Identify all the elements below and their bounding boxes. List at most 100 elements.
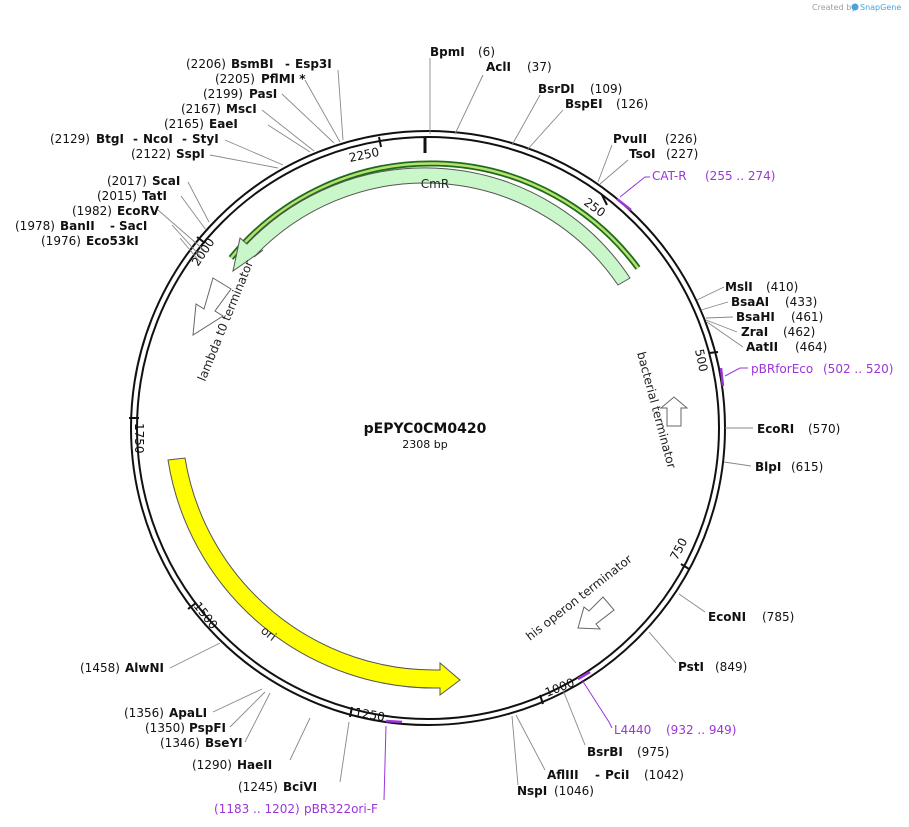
svg-text:(1356): (1356) bbox=[124, 706, 164, 720]
enzyme-bsahi[interactable]: BsaHI(461) bbox=[736, 310, 823, 324]
svg-text:(2129): (2129) bbox=[50, 132, 90, 146]
enzyme-tsoi[interactable]: TsoI (227) bbox=[629, 147, 698, 161]
svg-text:(1046): (1046) bbox=[554, 784, 594, 798]
enzyme-bsrbi[interactable]: BsrBI(975) bbox=[587, 745, 669, 759]
svg-text:BtgI: BtgI bbox=[96, 132, 124, 146]
svg-text:-: - bbox=[133, 132, 138, 146]
backbone-inner bbox=[136, 136, 720, 720]
feature-ori[interactable]: ori bbox=[167, 457, 461, 696]
ruler-tick-1750: 1750 bbox=[129, 417, 146, 454]
enzyme-nspi[interactable]: NspI(1046) bbox=[517, 784, 594, 798]
snapgene-logo-icon bbox=[851, 3, 859, 11]
svg-text:BsmBI: BsmBI bbox=[231, 57, 273, 71]
ruler-tick-1500: 1500 bbox=[187, 599, 220, 632]
enzyme-leader-lines bbox=[157, 58, 753, 786]
enzyme-pflmi[interactable]: (2205)PflMI * bbox=[215, 72, 306, 86]
enzyme-psti[interactable]: PstI (849) bbox=[678, 660, 747, 674]
svg-text:BseYI: BseYI bbox=[205, 736, 243, 750]
enzyme-tati[interactable]: (2015)TatI bbox=[97, 189, 167, 203]
svg-text:BspEI: BspEI bbox=[565, 97, 603, 111]
svg-text:(227): (227) bbox=[666, 147, 698, 161]
svg-text:BanII: BanII bbox=[60, 219, 95, 233]
enzyme-msci[interactable]: (2167) MscI bbox=[181, 102, 257, 116]
primer-l4440[interactable]: L4440 (932 .. 949) bbox=[577, 670, 736, 737]
svg-text:500: 500 bbox=[692, 348, 710, 373]
enzyme-econi[interactable]: EcoNI(785) bbox=[708, 610, 794, 624]
enzyme-bseyi[interactable]: (1346) BseYI bbox=[160, 736, 243, 750]
his-terminator-arrow bbox=[577, 596, 615, 630]
enzyme-blpi[interactable]: BlpI(615) bbox=[755, 460, 823, 474]
feature-cmr[interactable]: CmR bbox=[228, 160, 641, 286]
svg-text:AflIII: AflIII bbox=[547, 768, 579, 782]
svg-text:MscI: MscI bbox=[226, 102, 257, 116]
svg-text:(1245): (1245) bbox=[238, 780, 278, 794]
svg-text:(1458): (1458) bbox=[80, 661, 120, 675]
svg-text:PvuII: PvuII bbox=[613, 132, 647, 146]
feature-lambda-t0-terminator[interactable]: lambda t0 terminator bbox=[192, 258, 256, 383]
enzyme-afliii-pcii[interactable]: AflIII - PciI (1042) bbox=[547, 768, 684, 782]
svg-text:MslI: MslI bbox=[725, 280, 753, 294]
primer-l4440-name: L4440 bbox=[614, 723, 651, 737]
svg-text:SacI: SacI bbox=[119, 219, 147, 233]
primer-pbr322ori-f[interactable]: (1183 .. 1202) pBR322ori-F bbox=[214, 719, 403, 816]
enzyme-pspfi[interactable]: (1350)PspFI bbox=[145, 721, 226, 735]
enzyme-apali[interactable]: (1356)ApaLI bbox=[124, 706, 207, 720]
enzyme-eaei[interactable]: (2165)EaeI bbox=[164, 117, 238, 131]
svg-text:(37): (37) bbox=[527, 60, 552, 74]
enzyme-aatii[interactable]: AatII(464) bbox=[746, 340, 827, 354]
svg-text:(410): (410) bbox=[766, 280, 798, 294]
enzyme-bsaai[interactable]: BsaAI(433) bbox=[731, 295, 817, 309]
enzyme-msli[interactable]: MslI (410) bbox=[725, 280, 798, 294]
svg-text:(1290): (1290) bbox=[192, 758, 232, 772]
svg-text:(2167): (2167) bbox=[181, 102, 221, 116]
his-terminator-label: his operon terminator bbox=[523, 552, 635, 643]
feature-his-operon-terminator[interactable]: his operon terminator bbox=[523, 552, 635, 643]
svg-text:(615): (615) bbox=[791, 460, 823, 474]
svg-text:(975): (975) bbox=[637, 745, 669, 759]
enzyme-pvuii[interactable]: PvuII(226) bbox=[613, 132, 697, 146]
ruler-tick-2250: 2250 bbox=[348, 136, 382, 165]
ruler-tick-500: 500 bbox=[692, 348, 719, 373]
primer-cat-r[interactable]: CAT-R (255 .. 274) bbox=[616, 169, 775, 211]
enzyme-btgi-ncoi-styi[interactable]: (2129) BtgI - NcoI - StyI bbox=[50, 132, 219, 146]
primer-pbrforeco[interactable]: pBRforEco (502 .. 520) bbox=[719, 362, 893, 387]
enzyme-bsmbi-esp3i[interactable]: (2206) BsmBI - Esp3I bbox=[186, 57, 332, 71]
svg-text:(1346): (1346) bbox=[160, 736, 200, 750]
svg-text:AlwNI: AlwNI bbox=[125, 661, 164, 675]
enzyme-ecori[interactable]: EcoRI (570) bbox=[757, 422, 840, 436]
enzyme-acli[interactable]: AclI(37) bbox=[486, 60, 552, 74]
enzyme-eco53ki[interactable]: (1976)Eco53kI bbox=[41, 234, 139, 248]
svg-text:(109): (109) bbox=[590, 82, 622, 96]
svg-text:(1350): (1350) bbox=[145, 721, 185, 735]
enzyme-bpmi[interactable]: BpmI(6) bbox=[430, 45, 495, 59]
enzyme-bcivi[interactable]: (1245)BciVI bbox=[238, 780, 317, 794]
credit-brand: SnapGene bbox=[860, 3, 901, 12]
svg-text:750: 750 bbox=[667, 536, 690, 563]
feature-bacterial-terminator[interactable]: bacterial terminator bbox=[634, 350, 689, 470]
svg-text:(849): (849) bbox=[715, 660, 747, 674]
enzyme-banii-saci[interactable]: (1978) BanII - SacI bbox=[15, 219, 147, 233]
plasmid-name: pEPYC0CM0420 bbox=[364, 421, 487, 437]
svg-text:(570): (570) bbox=[808, 422, 840, 436]
enzyme-alwni[interactable]: (1458) AlwNI bbox=[80, 661, 164, 675]
svg-text:EcoRI: EcoRI bbox=[757, 422, 794, 436]
enzyme-scai[interactable]: (2017)ScaI bbox=[107, 174, 180, 188]
enzyme-ecorv[interactable]: (1982)EcoRV bbox=[72, 204, 160, 218]
svg-text:HaeII: HaeII bbox=[237, 758, 272, 772]
enzyme-zrai[interactable]: ZraI(462) bbox=[741, 325, 815, 339]
svg-text:(1976): (1976) bbox=[41, 234, 81, 248]
enzyme-haeii[interactable]: (1290) HaeII bbox=[192, 758, 272, 772]
svg-text:ZraI: ZraI bbox=[741, 325, 768, 339]
svg-text:(2165): (2165) bbox=[164, 117, 204, 131]
primer-pbr322ori-f-range: (1183 .. 1202) bbox=[214, 802, 300, 816]
svg-text:Esp3I: Esp3I bbox=[295, 57, 332, 71]
svg-text:PstI: PstI bbox=[678, 660, 704, 674]
svg-text:TsoI: TsoI bbox=[629, 147, 655, 161]
enzyme-bspei[interactable]: BspEI(126) bbox=[565, 97, 648, 111]
enzyme-sspi[interactable]: (2122)SspI bbox=[131, 147, 205, 161]
enzyme-bsrdi[interactable]: BsrDI(109) bbox=[538, 82, 622, 96]
svg-text:(2122): (2122) bbox=[131, 147, 171, 161]
svg-text:-: - bbox=[182, 132, 187, 146]
enzyme-pasi[interactable]: (2199)PasI bbox=[203, 87, 277, 101]
